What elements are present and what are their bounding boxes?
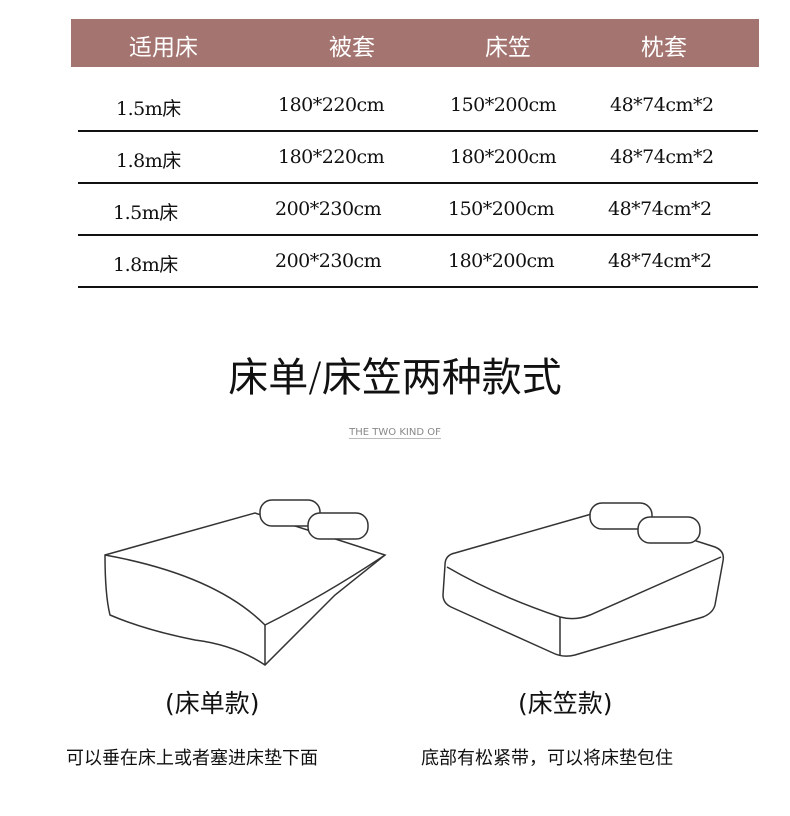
fitted-sheet-caption: (床笠款) (518, 689, 613, 718)
table-cell: 1.8m床 (116, 150, 181, 172)
flat-sheet-description: 可以垂在床上或者塞进床垫下面 (66, 748, 318, 769)
table-cell: 48*74cm*2 (608, 250, 712, 272)
table-cell: 150*200cm (448, 198, 555, 220)
table-cell: 48*74cm*2 (608, 198, 712, 220)
flat-sheet-caption: (床单款) (165, 689, 260, 718)
table-cell: 48*74cm*2 (610, 146, 714, 168)
table-cell: 200*230cm (275, 250, 382, 272)
table-cell: 1.8m床 (113, 254, 178, 276)
table-cell: 180*200cm (450, 146, 557, 168)
subtitle-text: THE TWO KIND OF (349, 427, 441, 439)
header-pillow: 枕套 (641, 35, 687, 61)
section-title: 床单/床笠两种款式 (228, 355, 562, 401)
table-cell: 48*74cm*2 (610, 94, 714, 116)
table-cell: 150*200cm (450, 94, 557, 116)
flat-sheet-bed-illustration (104, 499, 387, 666)
table-row: 1.8m床 180*220cm 180*200cm 48*74cm*2 (78, 130, 758, 184)
table-cell: 180*220cm (278, 146, 385, 168)
table-cell: 180*220cm (278, 94, 385, 116)
table-cell: 180*200cm (448, 250, 555, 272)
table-row: 1.5m床 180*220cm 150*200cm 48*74cm*2 (78, 78, 758, 132)
header-bed: 适用床 (129, 35, 198, 61)
table-cell: 200*230cm (275, 198, 382, 220)
table-cell: 1.5m床 (116, 98, 181, 120)
table-row: 1.5m床 200*230cm 150*200cm 48*74cm*2 (78, 182, 758, 236)
section-subtitle: THE TWO KIND OF (0, 427, 790, 439)
fitted-sheet-bed-illustration (442, 502, 725, 657)
header-duvet: 被套 (329, 35, 375, 61)
table-row: 1.8m床 200*230cm 180*200cm 48*74cm*2 (78, 234, 758, 288)
table-cell: 1.5m床 (113, 202, 178, 224)
table-header: 适用床 被套 床笠 枕套 (71, 19, 759, 67)
fitted-sheet-description: 底部有松紧带，可以将床垫包住 (421, 748, 673, 769)
header-fitted: 床笠 (485, 35, 531, 61)
